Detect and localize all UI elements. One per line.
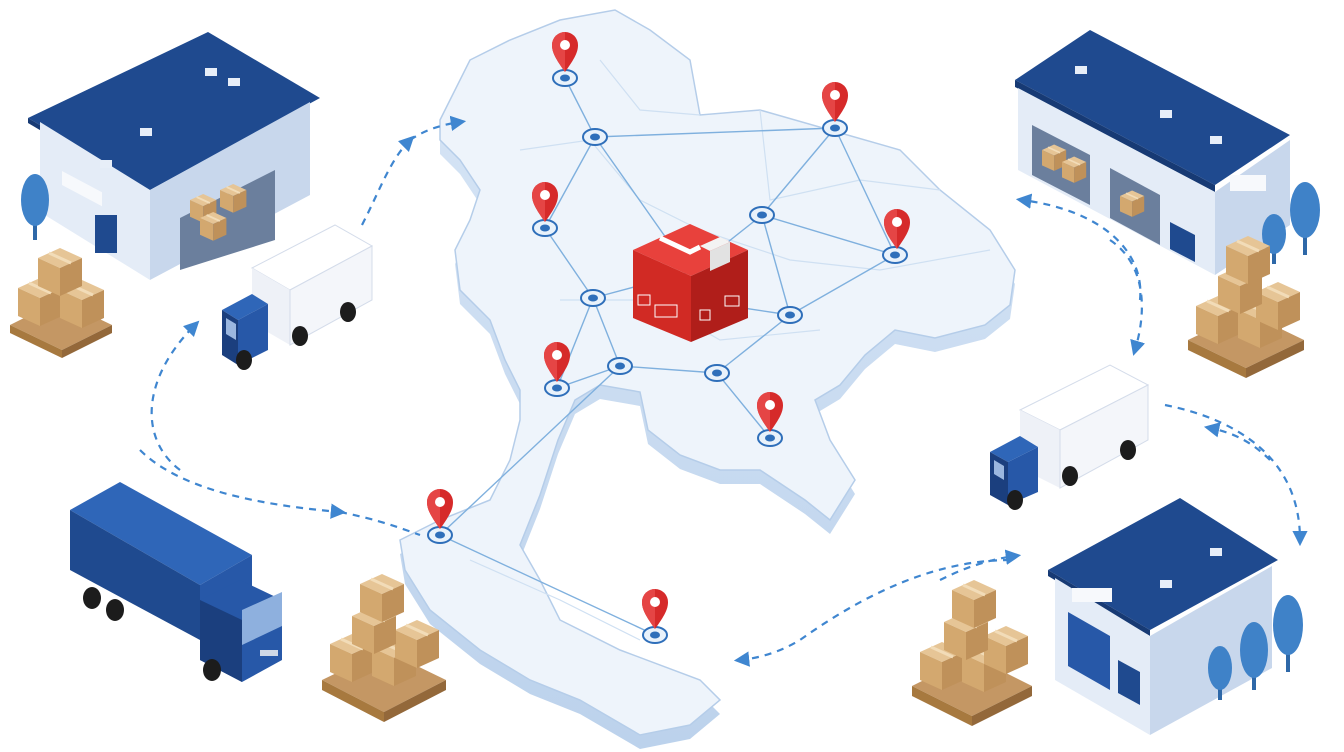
- route-node-icon: [427, 526, 453, 544]
- route-node-icon: [544, 379, 570, 397]
- route-node-icon: [882, 246, 908, 264]
- route-node-icon: [749, 206, 775, 224]
- route-node-icon: [532, 219, 558, 237]
- tree-icon: [1262, 214, 1286, 264]
- warehouse-icon: [1015, 30, 1290, 275]
- flow-arrows: [139, 115, 1308, 667]
- flow-arrow: [733, 558, 1011, 667]
- warehouse-icon: [1048, 498, 1278, 735]
- warehouse-icon: [28, 32, 320, 280]
- route-node-icon: [582, 128, 608, 146]
- route-node-icon: [777, 306, 803, 324]
- package-icon: [633, 224, 748, 342]
- pallet-boxes-icon: [322, 572, 446, 722]
- map-landmass: [399, 9, 1016, 749]
- truck-icon: [222, 224, 374, 370]
- tree-icon: [1240, 622, 1268, 690]
- flow-arrow: [139, 449, 347, 519]
- tree-icon: [1273, 595, 1303, 672]
- route-node-icon: [757, 429, 783, 447]
- tree-icon: [21, 174, 49, 240]
- pallet-boxes-icon: [10, 246, 112, 358]
- map-pin-icon: [822, 82, 848, 122]
- flow-arrow: [361, 135, 415, 226]
- route-node-icon: [607, 357, 633, 375]
- flow-arrow: [1164, 403, 1308, 547]
- tree-icon: [1208, 646, 1232, 700]
- route-node-icon: [822, 119, 848, 137]
- map-pin-icon: [642, 589, 668, 629]
- route-node-icon: [704, 364, 730, 382]
- pallet-boxes-icon: [1188, 234, 1304, 378]
- flow-arrow: [409, 115, 467, 141]
- truck-icon: [990, 364, 1150, 510]
- truck-icon: [70, 482, 282, 682]
- route-network: [439, 77, 896, 636]
- flow-arrow: [339, 510, 421, 537]
- route-node-icon: [642, 626, 668, 644]
- flow-arrow: [939, 549, 1022, 581]
- tree-icon: [1290, 182, 1320, 255]
- route-node-icon: [580, 289, 606, 307]
- route-node-icon: [552, 69, 578, 87]
- pallet-boxes-icon: [912, 578, 1032, 726]
- flow-arrow: [150, 320, 200, 471]
- flow-arrow: [1109, 239, 1146, 356]
- map-province-borders: [469, 59, 991, 641]
